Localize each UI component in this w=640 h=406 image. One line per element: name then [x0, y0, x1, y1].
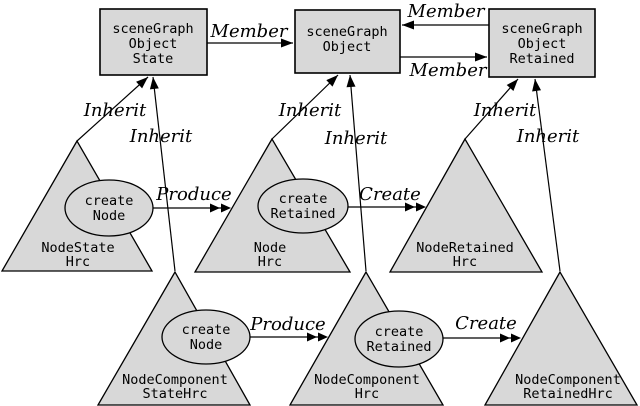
tri-ncstate-line1: NodeComponent	[122, 372, 228, 388]
box-scenegraph-object	[294, 9, 401, 74]
arrowhead-icon	[149, 77, 159, 90]
tri-nodestate-line1: NodeState	[41, 240, 114, 256]
arrowhead-icon	[281, 38, 293, 48]
elli-createretained-low-line1: create	[375, 324, 424, 340]
inherit-edge-nodecomponentstate	[152, 76, 176, 272]
tri-nc-line2: Hrc	[355, 386, 379, 402]
box-object-line1: sceneGraph	[306, 24, 387, 40]
box-state-line3: State	[133, 51, 174, 67]
double-arrowhead-icon	[416, 202, 426, 212]
label-member-3: Member	[409, 60, 488, 81]
double-arrowhead-icon	[307, 332, 317, 342]
label-member-1: Member	[210, 21, 289, 42]
tri-ncretained-line2: RetainedHrc	[523, 386, 612, 402]
box-state-line2: Object	[129, 36, 178, 52]
box-retained-line2: Object	[518, 36, 567, 52]
inherit-edge-node	[271, 74, 339, 140]
double-arrowhead-icon	[210, 203, 220, 213]
label-create-1: Create	[359, 184, 421, 205]
double-arrowhead-icon	[500, 333, 510, 343]
label-create-2: Create	[455, 313, 517, 334]
label-produce-1: Produce	[155, 184, 231, 205]
box-scenegraph-object-retained	[488, 8, 596, 78]
box-retained-line3: Retained	[509, 51, 574, 67]
arrowhead-icon	[136, 77, 148, 89]
label-inherit-4: Inherit	[324, 128, 388, 149]
label-member-2: Member	[407, 1, 486, 22]
ellipse-create-retained-lower	[354, 310, 444, 368]
box-object-line2: Object	[323, 39, 372, 55]
box-retained-line1: sceneGraph	[501, 21, 582, 37]
arrowhead-icon	[475, 52, 487, 62]
elli-createnode-low-line1: create	[182, 322, 231, 338]
label-inherit-1: Inherit	[83, 100, 147, 121]
inherit-edge-nodecomponentretained	[534, 78, 561, 272]
arrowhead-icon	[506, 79, 518, 91]
double-arrowhead-icon	[318, 332, 328, 342]
label-inherit-3: Inherit	[278, 100, 342, 121]
arrowhead-icon	[346, 75, 356, 88]
tri-node-line2: Hrc	[258, 254, 282, 270]
label-inherit-5: Inherit	[473, 100, 537, 121]
elli-createretained-low-line2: Retained	[366, 339, 431, 355]
tri-node-line1: Node	[254, 240, 287, 256]
arrowhead-icon	[326, 75, 338, 87]
label-produce-2: Produce	[249, 314, 325, 335]
ellipse-create-retained-upper	[257, 178, 349, 234]
tri-noderetained-line1: NodeRetained	[416, 240, 514, 256]
elli-createretained-up-line2: Retained	[270, 206, 335, 222]
inherit-edge-noderetained	[464, 78, 519, 140]
arrowhead-icon	[402, 20, 414, 30]
label-inherit-6: Inherit	[516, 126, 580, 147]
elli-createnode-up-line1: create	[85, 193, 134, 209]
triangle-nodecomponent-retainedhrc	[483, 270, 639, 406]
elli-createnode-up-line2: Node	[93, 208, 126, 224]
inherit-edge-nodecomponent	[349, 74, 367, 272]
double-arrowhead-icon	[405, 202, 415, 212]
label-inherit-2: Inherit	[129, 126, 193, 147]
tri-nodestate-line2: Hrc	[66, 254, 90, 270]
arrowhead-icon	[532, 79, 541, 92]
tri-ncretained-line1: NodeComponent	[515, 372, 621, 388]
triangle-noderetained-hrc	[388, 137, 544, 273]
double-arrowhead-icon	[221, 203, 231, 213]
box-state-line1: sceneGraph	[112, 21, 193, 37]
elli-createnode-low-line2: Node	[190, 337, 223, 353]
tri-noderetained-line2: Hrc	[453, 254, 477, 270]
double-arrowhead-icon	[511, 333, 521, 343]
inherit-edge-nodestate	[76, 76, 149, 142]
box-scenegraph-object-state	[99, 8, 208, 76]
tri-nc-line1: NodeComponent	[314, 372, 420, 388]
elli-createretained-up-line1: create	[279, 191, 328, 207]
tri-ncstate-line2: StateHrc	[142, 386, 207, 402]
